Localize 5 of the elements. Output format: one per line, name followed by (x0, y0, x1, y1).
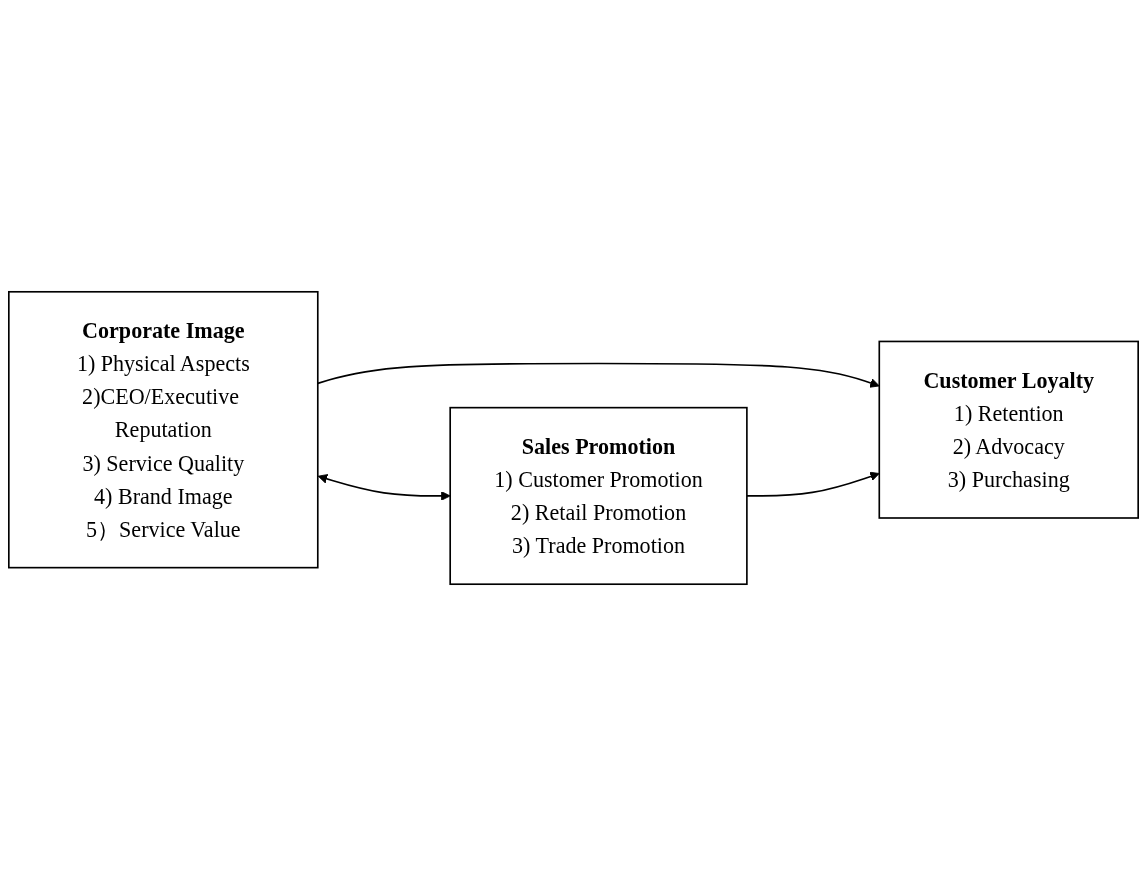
node-box: Corporate Image 1) Physical Aspects 2)CEO/Executive Reputation 3) Service Quality 4) Brand Image 5）Service Value (8, 290, 319, 569)
arrow (746, 471, 880, 497)
arrow (317, 474, 451, 501)
node-box: Customer Loyalty 1) Retention 2) Advocacy 3) Purchasing (878, 340, 1139, 519)
node-box: Sales Promotion 1) Customer Promotion 2) Retail Promotion 3) Trade Promotion (449, 406, 748, 586)
